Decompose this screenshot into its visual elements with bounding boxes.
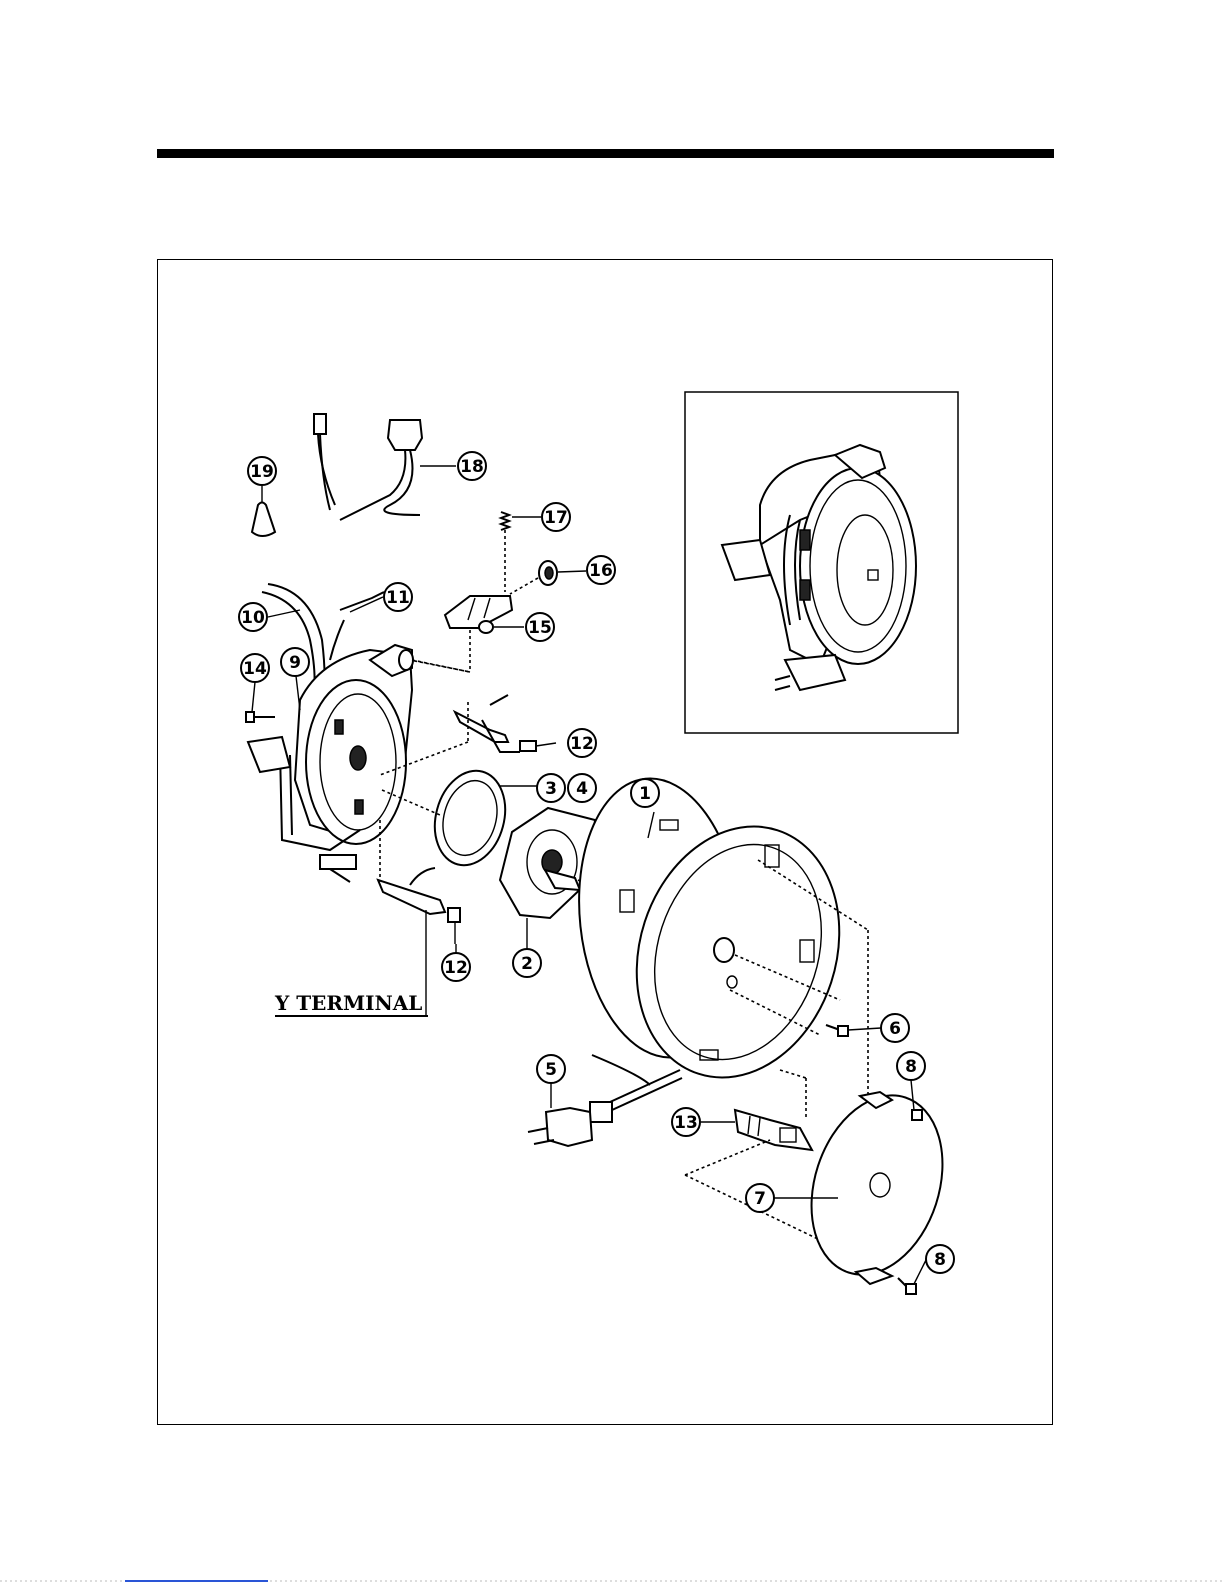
svg-text:17: 17 xyxy=(544,508,568,528)
callout-3: 3 xyxy=(537,774,565,802)
part-screw-8-lower xyxy=(898,1278,916,1294)
callout-19: 19 xyxy=(248,457,276,485)
svg-text:7: 7 xyxy=(754,1189,766,1209)
svg-text:8: 8 xyxy=(934,1250,946,1270)
svg-text:12: 12 xyxy=(444,958,468,978)
y-terminal-text: Y TERMINAL xyxy=(274,991,422,1015)
svg-text:18: 18 xyxy=(460,457,484,477)
callout-14: 14 xyxy=(241,654,269,682)
svg-text:12: 12 xyxy=(570,734,594,754)
assembled-view-inset xyxy=(685,392,958,733)
part-rubber-cap xyxy=(252,486,275,536)
callout-6: 6 xyxy=(881,1014,909,1042)
svg-text:9: 9 xyxy=(289,653,301,673)
svg-text:16: 16 xyxy=(589,561,613,581)
callout-18: 18 xyxy=(458,452,486,480)
part-spring xyxy=(501,512,509,592)
svg-text:8: 8 xyxy=(905,1057,917,1077)
svg-text:13: 13 xyxy=(674,1113,698,1133)
callout-8-upper: 8 xyxy=(897,1052,925,1080)
callout-2: 2 xyxy=(513,949,541,977)
svg-text:1: 1 xyxy=(639,784,651,804)
part-screw-14 xyxy=(246,712,275,722)
svg-text:3: 3 xyxy=(545,779,557,799)
callout-9: 9 xyxy=(281,648,309,676)
part-wire-harness xyxy=(314,414,422,520)
part-o-ring xyxy=(425,763,516,873)
callout-15: 15 xyxy=(526,613,554,641)
callout-13: 13 xyxy=(672,1108,700,1136)
part-screw-8-upper xyxy=(912,1110,922,1120)
callout-7: 7 xyxy=(746,1184,774,1212)
callout-11: 11 xyxy=(384,583,412,611)
svg-text:15: 15 xyxy=(528,618,552,638)
svg-text:6: 6 xyxy=(889,1019,901,1039)
svg-text:2: 2 xyxy=(521,954,533,974)
svg-text:14: 14 xyxy=(243,659,267,679)
part-cord-drum xyxy=(566,770,871,1104)
part-connector xyxy=(735,1110,812,1150)
part-y-terminal-lower xyxy=(378,868,460,944)
svg-text:11: 11 xyxy=(386,588,410,608)
svg-text:4: 4 xyxy=(576,779,588,799)
part-reel-housing xyxy=(248,584,413,882)
callout-12-upper: 12 xyxy=(568,729,596,757)
callout-5: 5 xyxy=(537,1055,565,1083)
svg-text:5: 5 xyxy=(545,1060,557,1080)
callout-17: 17 xyxy=(542,503,570,531)
callout-8-lower: 8 xyxy=(926,1245,954,1273)
part-y-terminal-upper xyxy=(455,695,536,752)
y-terminal-label: Y TERMINAL xyxy=(274,910,428,1016)
part-roller xyxy=(510,561,557,594)
bottom-edge-strip xyxy=(0,1578,1225,1585)
callout-4: 4 xyxy=(568,774,596,802)
callout-12-lower: 12 xyxy=(442,953,470,981)
callout-10: 10 xyxy=(239,603,267,631)
callout-16: 16 xyxy=(587,556,615,584)
callout-1: 1 xyxy=(631,779,659,807)
svg-text:10: 10 xyxy=(241,608,265,628)
svg-text:19: 19 xyxy=(250,462,274,482)
part-screw-6 xyxy=(826,1025,848,1036)
